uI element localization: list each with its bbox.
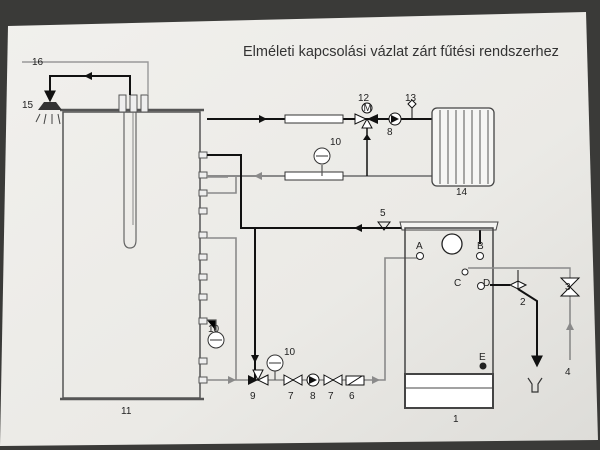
mixing-valve-icon: M (354, 102, 378, 129)
tank-return-line (207, 237, 237, 380)
label-A: A (416, 241, 423, 252)
hot-water-line (22, 61, 149, 103)
storage-tank (60, 94, 208, 401)
label-B: B (477, 241, 484, 252)
funnel-icon (527, 377, 543, 393)
boiler (399, 221, 499, 409)
label-5: 5 (380, 208, 386, 219)
label-10-top: 10 (330, 137, 342, 148)
label-2: 2 (520, 297, 526, 308)
tank-flow-line (207, 154, 481, 244)
label-8-bottom: 8 (310, 391, 316, 402)
diagram-title: Elméleti kapcsolási vázlat zárt fűtési r… (243, 44, 559, 60)
air-vent-icon (407, 99, 417, 119)
svg-text:M: M (364, 103, 372, 114)
label-C: C (454, 278, 461, 289)
shutoff-valve-icon (283, 374, 303, 386)
label-4: 4 (565, 367, 571, 378)
label-14: 14 (456, 187, 468, 198)
safety-valve-icon (508, 270, 528, 290)
label-8-top: 8 (387, 127, 393, 138)
fill-valve-icon (559, 277, 581, 297)
label-15: 15 (22, 100, 34, 111)
three-way-valve-icon (248, 369, 269, 386)
label-7-left: 7 (288, 391, 294, 402)
label-E: E (479, 352, 486, 363)
label-3: 3 (565, 282, 571, 293)
label-16: 16 (32, 57, 44, 68)
component-labels: 16 15 11 12 13 8 10 14 5 A B C D E 1 2 3… (22, 57, 571, 425)
safety-outlet-line (517, 288, 543, 368)
shower-head-icon (35, 102, 62, 125)
heat-meter-return (284, 171, 344, 181)
radiator-icon (431, 107, 495, 187)
label-6: 6 (349, 391, 355, 402)
label-10-bottom: 10 (284, 347, 296, 358)
label-10-left: 10 (208, 324, 220, 335)
shutoff-valve-icon (323, 374, 343, 386)
label-9: 9 (250, 391, 256, 402)
label-12: 12 (358, 93, 370, 104)
boiler-burner-icon (441, 233, 463, 255)
label-13: 13 (405, 93, 417, 104)
label-1: 1 (453, 414, 459, 425)
label-11: 11 (121, 406, 132, 417)
label-D: D (483, 278, 490, 289)
tank-return-line-upper (207, 176, 237, 194)
heat-meter-supply (284, 114, 344, 124)
label-7-right: 7 (328, 391, 334, 402)
valve-5-marker (377, 221, 391, 231)
